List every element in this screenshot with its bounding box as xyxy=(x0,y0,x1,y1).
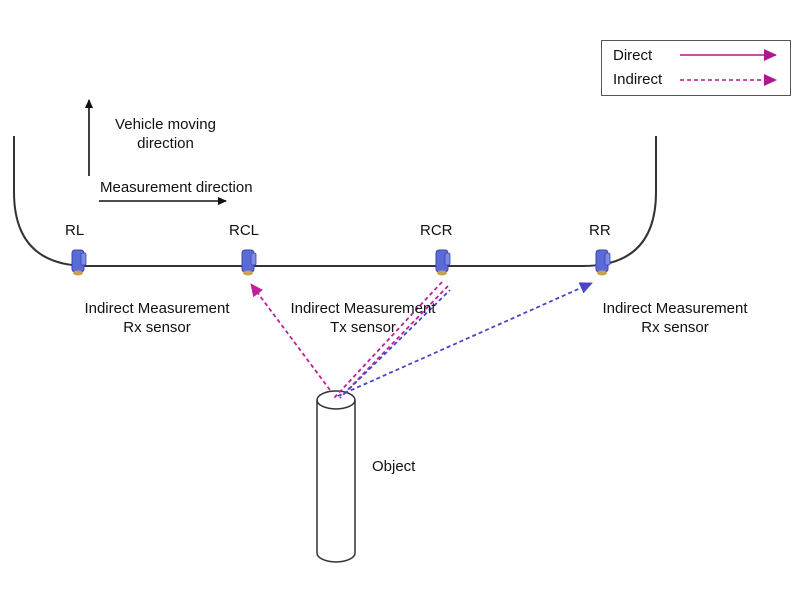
indirect-path-rcr-down-1 xyxy=(333,281,443,399)
caption-middle-line2: Tx sensor xyxy=(330,319,396,336)
object-label: Object xyxy=(372,458,416,475)
caption-left-line2: Rx sensor xyxy=(123,319,191,336)
object-cylinder xyxy=(316,390,356,563)
caption-middle: Indirect Measurement Tx sensor xyxy=(270,299,456,337)
caption-right-line1: Indirect Measurement xyxy=(602,300,748,317)
sensor-rcr-label: RCR xyxy=(420,222,453,239)
vehicle-direction-line2: direction xyxy=(137,135,194,152)
sensor-rl-label: RL xyxy=(65,222,85,239)
caption-right-line2: Rx sensor xyxy=(641,319,709,336)
bumper-outline xyxy=(13,136,657,267)
sensor-rcl-label: RCL xyxy=(229,222,260,239)
indirect-path-rcr-down-2 xyxy=(339,285,449,399)
caption-right: Indirect Measurement Rx sensor xyxy=(582,299,768,337)
sensor-rl-icon xyxy=(71,249,87,276)
indirect-path-to-rr xyxy=(337,282,593,397)
legend: Direct Indirect xyxy=(601,40,791,96)
caption-middle-line1: Indirect Measurement xyxy=(290,300,436,317)
sensor-rr-icon xyxy=(595,249,611,276)
legend-indirect-label: Indirect xyxy=(613,71,663,88)
legend-swatches xyxy=(680,49,777,86)
legend-direct-label: Direct xyxy=(613,47,653,64)
sensor-rcl-icon xyxy=(241,249,257,276)
sensor-rcr-icon xyxy=(435,249,451,276)
sensor-rr-label: RR xyxy=(589,222,611,239)
indirect-path-to-rcr xyxy=(343,289,451,395)
measurement-direction-label: Measurement direction xyxy=(100,179,253,196)
vehicle-direction-label: Vehicle moving direction xyxy=(98,115,233,153)
caption-left: Indirect Measurement Rx sensor xyxy=(64,299,250,337)
indirect-path-to-rcl xyxy=(250,283,331,391)
vehicle-direction-line1: Vehicle moving xyxy=(115,116,216,133)
caption-left-line1: Indirect Measurement xyxy=(84,300,230,317)
